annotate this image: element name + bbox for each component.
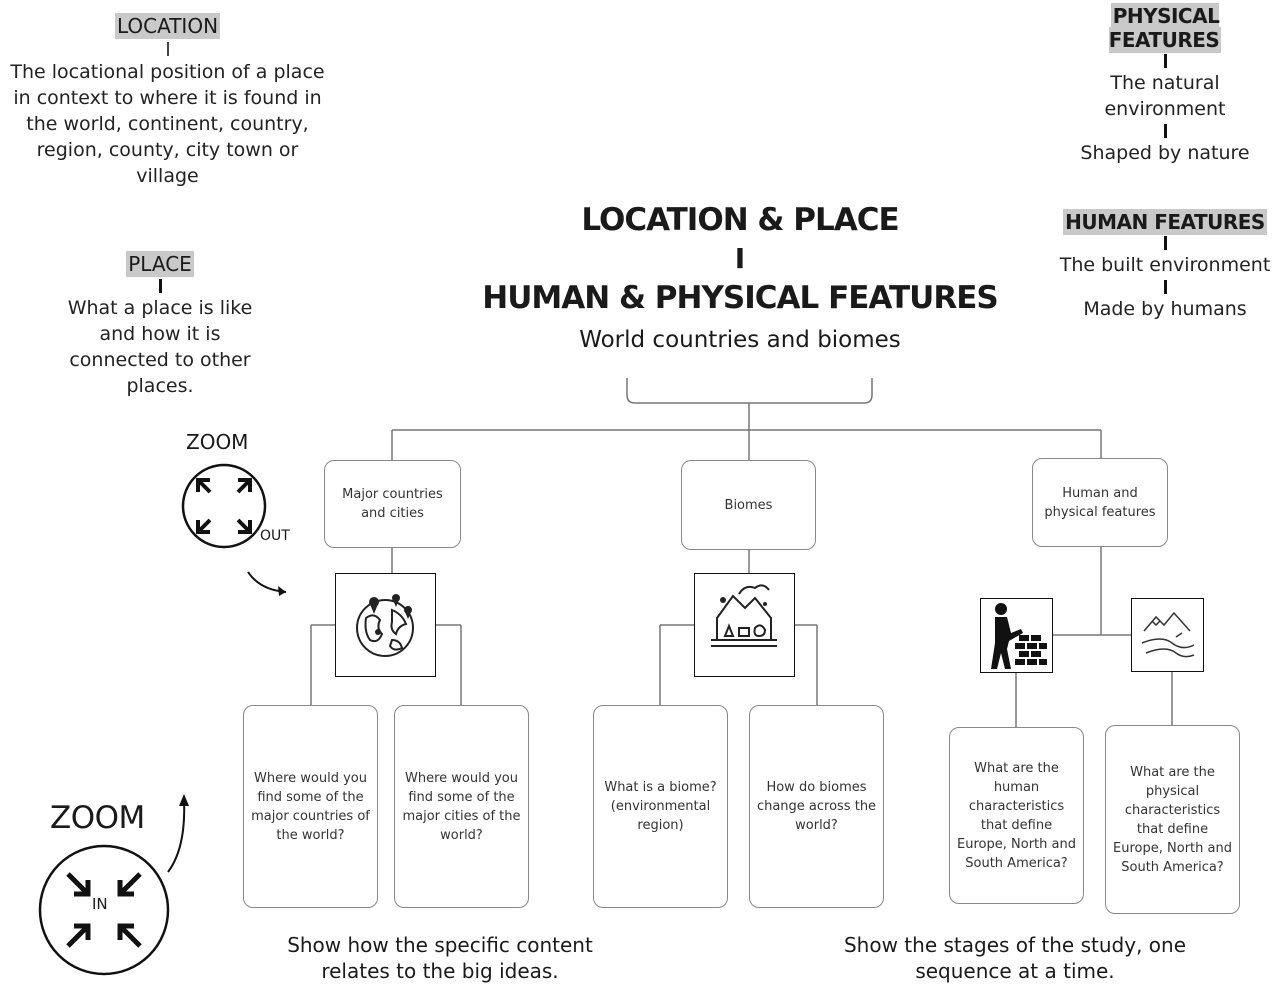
caption-left: Show how the specific content relates to… (287, 933, 593, 983)
question-box: What are the human characteristics that … (949, 727, 1084, 904)
title-block: LOCATION & PLACE I HUMAN & PHYSICAL FEAT… (440, 200, 1040, 358)
mountains-icon (1141, 611, 1195, 658)
mountains-icon-box (1131, 598, 1204, 672)
location-definition: LOCATION The locational position of a pl… (0, 13, 335, 189)
zoom-in-label: ZOOM (50, 800, 145, 836)
topic-label: Biomes (724, 497, 773, 513)
caption-right: Show the stages of the study, one sequen… (843, 933, 1186, 983)
zoom-out-icon (181, 463, 287, 596)
zoom-out-label: ZOOM (186, 430, 249, 454)
topic-box-countries: Major countries and cities (324, 460, 461, 548)
zoom-in-icon (38, 794, 189, 976)
builder-icon-box (980, 598, 1053, 673)
human-separator-2 (1163, 280, 1167, 294)
question-box: Where would you find some of the major c… (394, 705, 529, 908)
question-box: What is a biome? (environmental region) (593, 705, 728, 908)
place-heading: PLACE (126, 251, 194, 277)
human-separator-1 (1163, 236, 1167, 250)
globe-icon-box (335, 573, 436, 677)
place-definition: PLACE What a place is like and how it is… (50, 251, 270, 399)
physical-features-panel: PHYSICAL FEATURES The natural environmen… (1055, 3, 1275, 166)
landscape-icon (711, 584, 777, 647)
human-line-1: The built environment (1059, 254, 1271, 276)
human-features-heading: HUMAN FEATURES (1063, 209, 1267, 235)
question-text: Where would you find some of the major c… (402, 770, 521, 843)
place-text: What a place is like and how it is conne… (67, 297, 253, 397)
question-text: What are the physical characteristics th… (1113, 764, 1232, 875)
human-features-panel: HUMAN FEATURES The built environment Mad… (1055, 209, 1275, 322)
title-subtitle: World countries and biomes (579, 327, 901, 353)
place-separator (158, 279, 162, 293)
zoom-out-tag: OUT (260, 528, 290, 544)
physical-line-2: Shaped by nature (1080, 142, 1250, 164)
physical-separator-2 (1163, 124, 1167, 138)
question-text: What is a biome? (environmental region) (604, 780, 717, 833)
question-box: How do biomes change across the world? (749, 705, 884, 908)
builder-icon (991, 603, 1047, 669)
globe-icon (356, 594, 414, 657)
topic-label: Major countries and cities (342, 487, 443, 521)
physical-features-heading: PHYSICAL FEATURES (1108, 3, 1222, 53)
human-line-2: Made by humans (1083, 298, 1247, 320)
physical-line-1: The natural environment (1104, 72, 1226, 120)
location-separator (166, 42, 169, 56)
zoom-in-tag: IN (92, 895, 108, 913)
question-box: Where would you find some of the major c… (243, 705, 378, 908)
topic-box-biomes: Biomes (681, 460, 816, 550)
topic-box-features: Human and physical features (1032, 458, 1168, 547)
landscape-icon-box (694, 573, 795, 677)
question-box: What are the physical characteristics th… (1105, 725, 1240, 914)
physical-separator-1 (1163, 54, 1167, 68)
location-heading: LOCATION (114, 13, 221, 39)
question-text: Where would you find some of the major c… (251, 770, 370, 843)
question-text: How do biomes change across the world? (756, 780, 877, 833)
title-separator: I (734, 242, 746, 275)
topic-label: Human and physical features (1044, 485, 1156, 520)
location-text: The locational position of a place in co… (10, 61, 325, 187)
title-line-1: LOCATION & PLACE (581, 202, 899, 238)
question-text: What are the human characteristics that … (957, 760, 1076, 871)
title-line-2: HUMAN & PHYSICAL FEATURES (482, 280, 998, 316)
